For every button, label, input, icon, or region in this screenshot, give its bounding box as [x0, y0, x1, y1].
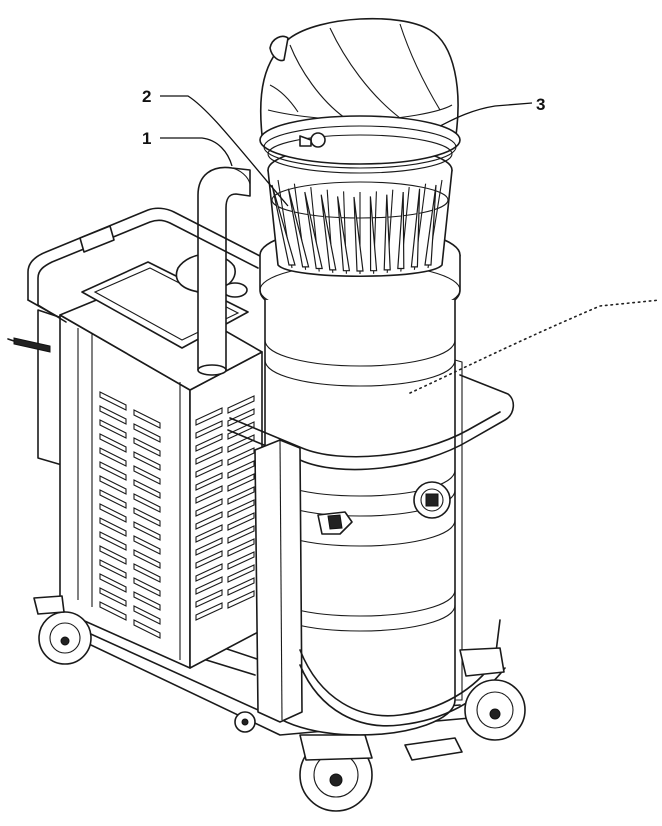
vent-slot — [227, 538, 255, 557]
vent-slot — [133, 521, 161, 541]
vent-slot — [133, 563, 161, 583]
vent-slot — [99, 587, 127, 607]
vent-slot — [133, 479, 161, 499]
vent-slot — [99, 503, 127, 523]
vent-slot — [195, 550, 223, 569]
vent-slot — [99, 601, 127, 621]
vent-slot — [99, 559, 127, 579]
vent-slot — [227, 590, 255, 609]
filter-pleat — [271, 184, 296, 266]
vent-slot — [195, 524, 223, 543]
vent-slot — [133, 591, 161, 611]
wheel-rear-left — [33, 595, 92, 665]
vent-slot — [195, 433, 223, 452]
vent-slot — [227, 564, 255, 583]
filter-pleat — [397, 192, 405, 270]
vent-slot — [99, 447, 127, 467]
vent-slot — [227, 421, 255, 440]
vent-slot — [99, 461, 127, 481]
leader-line-3 — [439, 102, 533, 127]
vent-slot — [133, 423, 161, 443]
motor-cabinet — [37, 281, 263, 669]
filter-pleat — [424, 184, 437, 266]
vent-slot — [195, 459, 223, 478]
vent-slot — [133, 507, 161, 527]
vent-slot — [99, 433, 127, 453]
vent-slot — [133, 409, 161, 429]
vent-slot — [133, 437, 161, 457]
filter-pleat — [369, 196, 378, 272]
filter-ribs — [271, 179, 443, 274]
side-vent-slots — [195, 395, 255, 621]
vent-slot — [133, 451, 161, 471]
front-vent-slots — [99, 391, 161, 639]
inlet-pipe — [197, 166, 251, 376]
vent-slot — [133, 619, 161, 639]
vent-slot — [133, 465, 161, 485]
motor-head-lid — [259, 17, 461, 174]
callout-number-1: 1 — [142, 129, 151, 148]
vent-slot — [195, 407, 223, 426]
vent-slot — [227, 512, 255, 531]
vent-slot — [227, 473, 255, 492]
vent-slot — [99, 531, 127, 551]
callout-number-2: 2 — [142, 87, 151, 106]
vent-slot — [99, 545, 127, 565]
vent-slot — [195, 485, 223, 504]
vent-slot — [133, 549, 161, 569]
vent-slot — [227, 551, 255, 570]
vent-slot — [133, 605, 161, 625]
filter-pleat — [337, 196, 351, 272]
vent-slot — [99, 419, 127, 439]
vent-slot — [99, 405, 127, 425]
filter-pleat — [383, 194, 391, 271]
filter-pleat — [410, 188, 421, 268]
power-cord — [7, 337, 51, 353]
vent-slot — [195, 563, 223, 582]
vent-slot — [227, 525, 255, 544]
vent-slot — [195, 537, 223, 556]
vent-slot — [227, 499, 255, 518]
vent-slot — [99, 517, 127, 537]
leader-line-1 — [160, 137, 233, 167]
wheel-rear-small — [234, 711, 256, 733]
vent-slot — [99, 391, 127, 411]
leader-line-2 — [160, 95, 289, 207]
vent-slot — [195, 472, 223, 491]
vent-slot — [227, 577, 255, 596]
filter-pleat — [304, 191, 323, 270]
wheel-front-left — [299, 734, 373, 812]
dotted-leader — [409, 299, 661, 394]
filter-pleat — [287, 188, 310, 268]
filter-pleat — [353, 196, 364, 272]
filter-pleat — [320, 194, 337, 271]
wheel-front-right — [459, 647, 526, 741]
vent-slot — [133, 577, 161, 597]
vent-slot — [195, 602, 223, 621]
vent-slot — [195, 446, 223, 465]
vent-slot — [227, 460, 255, 479]
vent-slot — [99, 573, 127, 593]
vent-slot — [227, 395, 255, 414]
vent-slot — [227, 408, 255, 427]
vent-slot — [99, 475, 127, 495]
callout-number-3: 3 — [536, 95, 545, 114]
vent-slot — [227, 486, 255, 505]
vent-slot — [227, 447, 255, 466]
vent-slot — [133, 535, 161, 555]
vent-slot — [195, 511, 223, 530]
vent-slot — [195, 589, 223, 608]
vent-slot — [195, 498, 223, 517]
vent-slot — [195, 576, 223, 595]
vent-slot — [133, 493, 161, 513]
vent-slot — [99, 489, 127, 509]
push-handle — [27, 207, 261, 323]
filter-cage — [267, 145, 453, 278]
vent-slot — [195, 420, 223, 439]
